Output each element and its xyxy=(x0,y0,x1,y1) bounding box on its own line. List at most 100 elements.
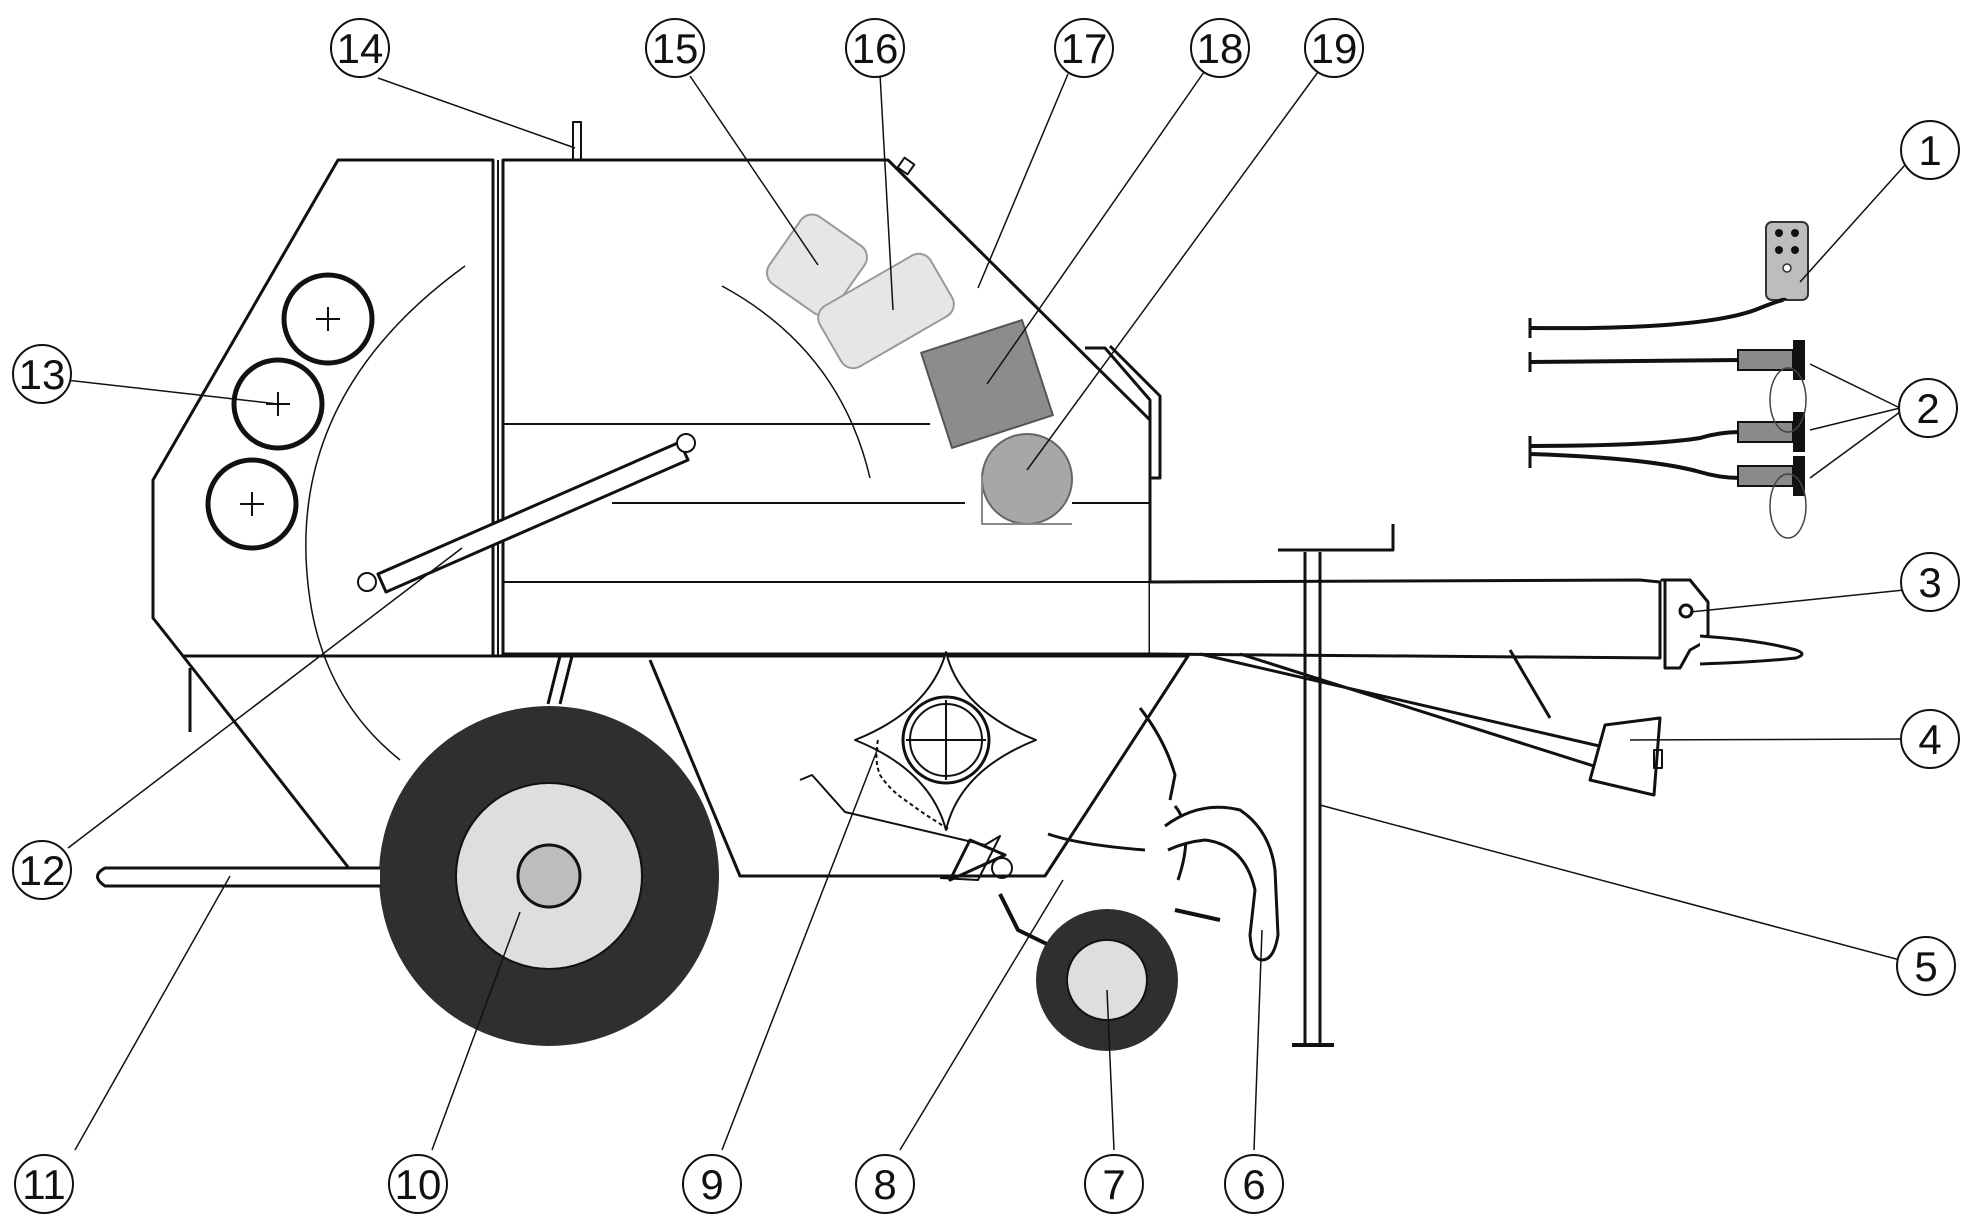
callout-8-circle xyxy=(855,1154,915,1214)
callouts: 1 2 3 4 5 6 7 8 xyxy=(12,18,1960,1214)
callout-13: 13 xyxy=(12,344,72,404)
hydraulic-couplers xyxy=(1528,340,1807,539)
vent-pipe xyxy=(572,121,582,161)
callout-17: 17 xyxy=(1054,18,1114,78)
callout-14-circle xyxy=(330,18,390,78)
callout-16-label: 16 xyxy=(852,25,899,72)
callout-7-circle xyxy=(1084,1154,1144,1214)
drive-shaft-strut xyxy=(1508,649,1552,719)
callout-11-label: 11 xyxy=(22,1161,66,1208)
coupler-3-body xyxy=(1737,465,1794,487)
tine-frame xyxy=(799,774,1001,881)
main-hub xyxy=(516,843,582,909)
hitch-pin xyxy=(1678,603,1694,619)
leader-4 xyxy=(1629,738,1905,741)
leader-14 xyxy=(377,77,576,149)
jack-post xyxy=(1303,552,1322,1045)
callout-16: 16 xyxy=(845,18,905,78)
callout-2-label: 2 xyxy=(1916,385,1939,432)
callout-9-circle xyxy=(682,1154,742,1214)
support-bar xyxy=(96,866,380,888)
twine-roll-3-cross xyxy=(240,492,264,516)
main-wheel xyxy=(379,706,719,1046)
pto-knob xyxy=(1653,749,1663,769)
drawbar xyxy=(1149,578,1662,660)
callout-15: 15 xyxy=(645,18,705,78)
callout-6-label: 6 xyxy=(1242,1161,1265,1208)
callout-15-circle xyxy=(645,18,705,78)
leader-5 xyxy=(1319,804,1901,961)
leader-18 xyxy=(986,71,1205,385)
control-button-3 xyxy=(1775,246,1783,254)
top-latch xyxy=(896,156,916,176)
hose-3 xyxy=(1529,452,1741,480)
callout-6-circle xyxy=(1224,1154,1284,1214)
callout-12-circle xyxy=(12,840,72,900)
callout-4-circle xyxy=(1900,709,1960,769)
leader-3 xyxy=(1689,589,1905,613)
twine-rolls xyxy=(205,272,375,551)
callout-14-label: 14 xyxy=(337,25,384,72)
callout-17-circle xyxy=(1054,18,1114,78)
callout-11: 11 xyxy=(14,1154,74,1214)
leader-2a xyxy=(1809,363,1901,409)
callout-9: 9 xyxy=(682,1154,742,1214)
callout-7: 7 xyxy=(1084,1154,1144,1214)
leader-8 xyxy=(899,879,1064,1151)
control-button-1 xyxy=(1775,229,1783,237)
callout-5: 5 xyxy=(1896,936,1956,996)
leader-lines xyxy=(65,71,1906,1151)
chamber-arc-rear xyxy=(305,265,466,761)
leader-1 xyxy=(1799,164,1906,283)
pickup-rotor xyxy=(854,651,1037,831)
tine-bracket xyxy=(948,838,1007,882)
leader-6 xyxy=(1253,929,1263,1151)
crop-guide xyxy=(1047,707,1188,881)
pickup-tines xyxy=(799,739,1013,882)
callout-10: 10 xyxy=(388,1154,448,1214)
callout-18-circle xyxy=(1190,18,1250,78)
coupler-1-body xyxy=(1737,349,1794,371)
leader-17 xyxy=(977,73,1069,289)
leader-19 xyxy=(1026,71,1319,471)
leader-7 xyxy=(1106,989,1115,1151)
front-guard xyxy=(1085,344,1162,480)
callout-8: 8 xyxy=(855,1154,915,1214)
callout-1-circle xyxy=(1900,120,1960,180)
front-body xyxy=(501,158,1152,656)
coupler-1-cap xyxy=(1793,340,1805,380)
frame-strut xyxy=(546,655,562,705)
coupler-guide-2 xyxy=(1769,473,1807,539)
callout-1-label: 1 xyxy=(1918,127,1941,174)
twine-roll-1 xyxy=(281,272,375,366)
control-led xyxy=(1782,263,1792,273)
callout-14: 14 xyxy=(330,18,390,78)
callout-4: 4 xyxy=(1900,709,1960,769)
callout-7-label: 7 xyxy=(1102,1161,1125,1208)
hitch xyxy=(1660,578,1710,670)
rotor-cross xyxy=(906,700,986,780)
callout-18: 18 xyxy=(1190,18,1250,78)
decal-19 xyxy=(981,433,1073,525)
control-box xyxy=(1528,221,1809,338)
leader-16 xyxy=(879,73,894,311)
control-button-4 xyxy=(1791,246,1799,254)
callout-6: 6 xyxy=(1224,1154,1284,1214)
pickup-arm xyxy=(998,893,1056,950)
pto-guard xyxy=(1588,716,1662,797)
hose-2 xyxy=(1529,430,1741,448)
callout-3-circle xyxy=(1900,552,1960,612)
cylinder-end-2 xyxy=(676,433,696,453)
callout-5-label: 5 xyxy=(1914,943,1937,990)
callout-10-circle xyxy=(388,1154,448,1214)
leader-11 xyxy=(74,875,231,1151)
twine-roll-3 xyxy=(205,457,299,551)
coupler-guide-1 xyxy=(1769,367,1807,433)
callout-8-label: 8 xyxy=(873,1161,896,1208)
callout-19: 19 xyxy=(1304,18,1364,78)
callout-2-circle xyxy=(1898,378,1958,438)
leader-13 xyxy=(65,379,279,405)
callout-9-label: 9 xyxy=(700,1161,723,1208)
